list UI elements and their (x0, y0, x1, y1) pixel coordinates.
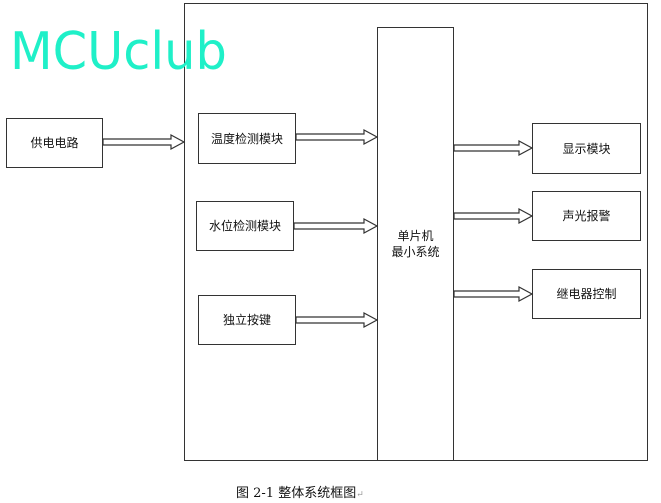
arrow-keys-to-mcu (295, 311, 379, 329)
water-level-detection-label: 水位检测模块 (208, 219, 281, 233)
water-level-detection-block: 水位检测模块 (196, 201, 294, 251)
arrow-mcu-to-display (453, 139, 534, 157)
arrow-mcu-to-alarm (453, 207, 534, 225)
arrow-water-to-mcu (293, 217, 379, 235)
arrow-mcu-to-relay (453, 285, 534, 303)
sound-light-alarm-label: 声光报警 (562, 209, 611, 223)
arrow-power-to-system (102, 133, 186, 151)
sound-light-alarm-block: 声光报警 (532, 191, 641, 241)
paragraph-mark-icon: ↵ (356, 490, 364, 500)
mcu-label-line2: 最小系统 (391, 245, 440, 259)
display-module-block: 显示模块 (532, 123, 641, 174)
power-supply-label: 供电电路 (30, 136, 79, 150)
arrow-temp-to-mcu (295, 128, 379, 146)
relay-control-block: 继电器控制 (532, 269, 641, 319)
temperature-detection-label: 温度检测模块 (210, 131, 283, 146)
figure-caption: 图 2-1 整体系统框图↵ (236, 482, 364, 501)
display-module-label: 显示模块 (562, 141, 611, 156)
independent-keys-block: 独立按键 (198, 295, 296, 345)
power-supply-block: 供电电路 (6, 118, 103, 168)
relay-control-label: 继电器控制 (556, 287, 617, 301)
mcu-label-line1: 单片机 (397, 229, 434, 243)
figure-caption-text: 图 2-1 整体系统框图 (236, 486, 357, 501)
temperature-detection-block: 温度检测模块 (198, 113, 296, 164)
mcu-minimum-system-block: 单片机最小系统 (377, 27, 454, 461)
independent-keys-label: 独立按键 (222, 313, 271, 327)
mcuclub-watermark: MCUclub (10, 22, 227, 82)
